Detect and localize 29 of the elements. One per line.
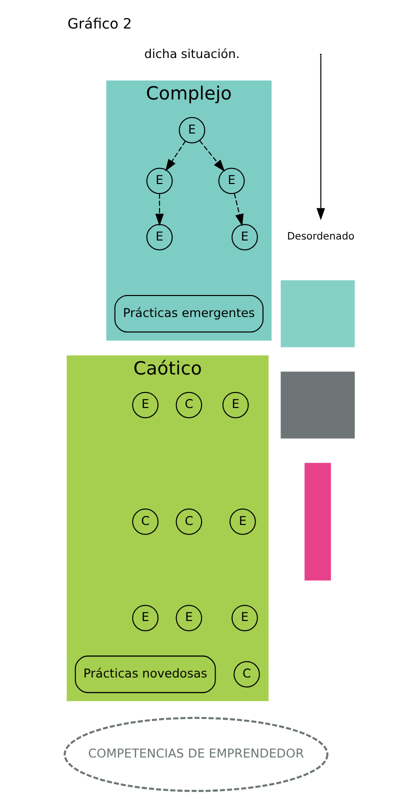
- node-circle: E: [178, 116, 205, 143]
- node-circle: C: [132, 508, 158, 534]
- node-circle: E: [218, 167, 244, 194]
- arrow: [154, 193, 164, 226]
- node-circle: E: [146, 224, 172, 250]
- node-circle: E: [175, 604, 202, 631]
- node-circle: E: [231, 224, 258, 250]
- node-text: Desordenado: [286, 231, 354, 242]
- diagram-title: Gráfico 2: [66, 16, 132, 32]
- arrow: [316, 55, 325, 220]
- arrow: [233, 192, 244, 226]
- node-box: [280, 371, 354, 438]
- label: dicha situación.: [144, 46, 240, 60]
- node-ellipse: COMPETENCIAS DE EMPRENDEDOR: [63, 716, 328, 792]
- node-circle: E: [132, 604, 158, 631]
- node-box: [280, 280, 354, 347]
- node-box: Prácticas novedosas: [74, 655, 216, 693]
- node-circle: E: [146, 167, 172, 194]
- node-circle: C: [175, 391, 202, 418]
- arrow: [164, 140, 186, 171]
- node-bar: [304, 462, 330, 580]
- node-circle: E: [231, 604, 258, 631]
- node-box: Prácticas emergentes: [114, 294, 263, 332]
- node-circle: C: [175, 508, 202, 534]
- node-circle: E: [132, 391, 158, 418]
- node-circle: E: [229, 508, 256, 534]
- arrow: [198, 140, 224, 172]
- node-circle: E: [222, 391, 248, 418]
- node-circle: C: [233, 660, 260, 687]
